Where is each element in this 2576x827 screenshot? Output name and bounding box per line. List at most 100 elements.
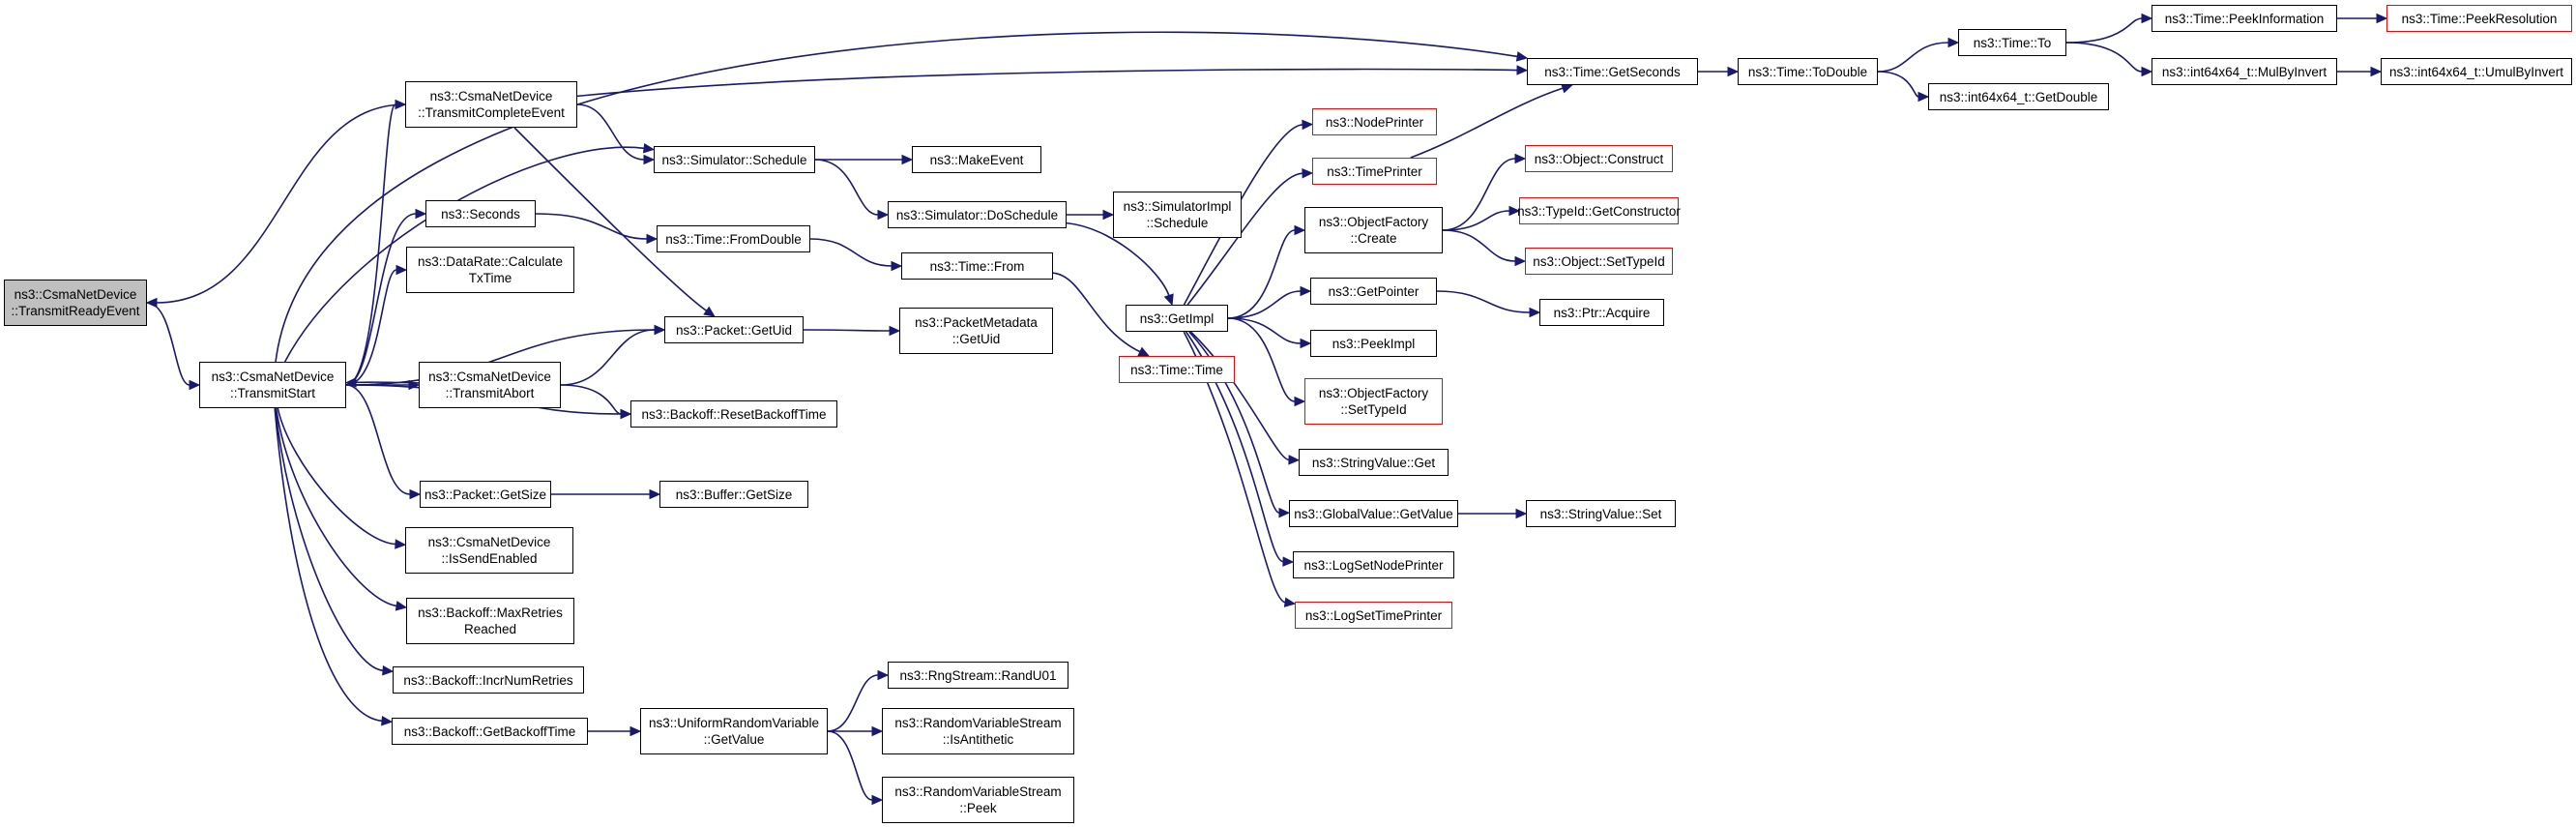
node-backoff-resetbackofftime[interactable]: ns3::Backoff::ResetBackoffTime — [630, 400, 837, 428]
node-objectfactory-create[interactable]: ns3::ObjectFactory::Create — [1304, 207, 1443, 253]
node-int64x64-getdouble[interactable]: ns3::int64x64_t::GetDouble — [1928, 83, 2109, 110]
node-timeprinter[interactable]: ns3::TimePrinter — [1312, 158, 1437, 185]
node-label: ns3::int64x64_t::GetDouble — [1939, 89, 2098, 104]
node-stringvalue-set[interactable]: ns3::StringValue::Set — [1526, 500, 1676, 527]
arrowhead-ts-to-tgs — [1515, 51, 1529, 62]
edge-ssch-to-sds — [814, 159, 879, 216]
arrowhead-ts-to-tce — [395, 99, 407, 110]
node-backoff-getbackofftime[interactable]: ns3::Backoff::GetBackoffTime — [392, 718, 588, 745]
node-object-settypeid[interactable]: ns3::Object::SetTypeId — [1525, 248, 1673, 275]
node-packet-getuid[interactable]: ns3::Packet::GetUid — [664, 316, 804, 343]
node-label-line1: ns3::CsmaNetDevice — [211, 369, 335, 384]
edge-ts-to-inr — [274, 407, 384, 672]
node-randomvariablestream-peek[interactable]: ns3::RandomVariableStream::Peek — [882, 777, 1074, 823]
node-label: ns3::Buffer::GetSize — [675, 487, 793, 502]
node-uniformrandomvariable-getvalue[interactable]: ns3::UniformRandomVariable::GetValue — [640, 708, 828, 754]
edge-urv-to-rngu — [827, 674, 879, 732]
node-time-to[interactable]: ns3::Time::To — [1958, 29, 2066, 56]
node-label: ns3::StringValue::Get — [1311, 455, 1436, 470]
node-label-line1: ns3::CsmaNetDevice — [429, 89, 553, 103]
node-time-getseconds[interactable]: ns3::Time::GetSeconds — [1527, 58, 1698, 85]
node-time-peekresolution[interactable]: ns3::Time::PeekResolution — [2386, 5, 2572, 32]
node-int64x64-umulbyinvert[interactable]: ns3::int64x64_t::UmulByInvert — [2381, 58, 2572, 85]
node-packetmetadata-getuid[interactable]: ns3::PacketMetadata::GetUid — [899, 308, 1053, 354]
edge-pgu-to-pmg — [803, 329, 891, 332]
node-logsetnodeprinter[interactable]: ns3::LogSetNodePrinter — [1293, 551, 1454, 578]
node-label-line2: ::TransmitCompleteEvent — [418, 105, 565, 120]
node-packet-getsize[interactable]: ns3::Packet::GetSize — [420, 481, 551, 508]
node-time-todouble[interactable]: ns3::Time::ToDouble — [1738, 58, 1878, 85]
arrowhead-ta-to-ts — [344, 377, 357, 388]
node-time-fromdouble[interactable]: ns3::Time::FromDouble — [657, 225, 810, 252]
arrowhead-tce-to-pgu — [703, 306, 716, 317]
node-getimpl[interactable]: ns3::GetImpl — [1126, 305, 1228, 332]
node-label: ns3::GetImpl — [1139, 310, 1215, 326]
arrowhead-tce-to-ssch — [643, 154, 656, 165]
node-label-line2: ::TransmitStart — [229, 386, 315, 400]
node-csmanetdevice-transmitcompleteevent[interactable]: ns3::CsmaNetDevice::TransmitCompleteEven… — [405, 81, 577, 128]
node-simulator-schedule[interactable]: ns3::Simulator::Schedule — [654, 146, 815, 173]
node-simulatorimpl-schedule[interactable]: ns3::SimulatorImpl::Schedule — [1113, 192, 1242, 238]
node-randomvariablestream-isantithetic[interactable]: ns3::RandomVariableStream::IsAntithetic — [882, 708, 1074, 754]
edge-tre-to-ts — [146, 302, 190, 386]
node-object-construct[interactable]: ns3::Object::Construct — [1525, 145, 1673, 172]
arrowhead-ttd-to-igd — [1917, 91, 1930, 103]
arrowhead-ttt-to-tpi — [2141, 13, 2153, 24]
node-label-line1: ns3::CsmaNetDevice — [428, 369, 551, 384]
node-label-line2: ::SetTypeId — [1340, 402, 1407, 417]
arrowhead-pgs-to-bgs — [649, 488, 661, 500]
node-label: ns3::LogSetTimePrinter — [1304, 607, 1443, 623]
node-csmanetdevice-transmitstart[interactable]: ns3::CsmaNetDevice::TransmitStart — [199, 362, 346, 408]
node-getpointer[interactable]: ns3::GetPointer — [1310, 278, 1437, 305]
node-objectfactory-settypeid[interactable]: ns3::ObjectFactory::SetTypeId — [1304, 378, 1443, 425]
edge-ts-to-ise — [277, 407, 396, 546]
edge-gi-to-gp — [1227, 290, 1302, 319]
node-label: ns3::TypeId::GetConstructor — [1517, 203, 1681, 219]
node-logsettimeprinter[interactable]: ns3::LogSetTimePrinter — [1295, 602, 1452, 629]
arrowhead-tp-to-tgs — [1561, 83, 1573, 94]
node-time-from[interactable]: ns3::Time::From — [901, 252, 1053, 280]
node-csmanetdevice-transmitabort[interactable]: ns3::CsmaNetDevice::TransmitAbort — [419, 362, 561, 408]
edge-ta-to-ts — [355, 381, 420, 384]
node-label: ns3::Simulator::DoSchedule — [895, 207, 1059, 222]
node-int64x64-mulbyinvert[interactable]: ns3::int64x64_t::MulByInvert — [2152, 58, 2337, 85]
arrowhead-gi-to-lsnp — [1282, 556, 1295, 567]
arrowhead-sds-to-sis — [1102, 209, 1115, 221]
arrowhead-ts-to-sec — [415, 208, 427, 220]
node-csmanetdevice-issendenabled[interactable]: ns3::CsmaNetDevice::IsSendEnabled — [405, 527, 573, 574]
node-time-peekinformation[interactable]: ns3::Time::PeekInformation — [2152, 5, 2337, 32]
node-stringvalue-get[interactable]: ns3::StringValue::Get — [1299, 449, 1449, 476]
node-typeid-getconstructor[interactable]: ns3::TypeId::GetConstructor — [1517, 197, 1681, 224]
node-backoff-incrnumretries[interactable]: ns3::Backoff::IncrNumRetries — [393, 666, 584, 694]
node-label: ns3::Backoff::GetBackoffTime — [403, 724, 576, 739]
node-simulator-doschedule[interactable]: ns3::Simulator::DoSchedule — [888, 201, 1067, 228]
node-label: ns3::Time::FromDouble — [665, 231, 802, 247]
node-globalvalue-getvalue[interactable]: ns3::GlobalValue::GetValue — [1289, 500, 1458, 527]
node-time-time[interactable]: ns3::Time::Time — [1119, 356, 1235, 383]
arrowhead-ttt-to-imi — [2141, 66, 2153, 77]
arrowhead-ts-to-mrr — [395, 601, 408, 611]
node-makeevent[interactable]: ns3::MakeEvent — [912, 146, 1041, 173]
edge-ttd-to-ttt — [1877, 42, 1949, 73]
node-nodeprinter[interactable]: ns3::NodePrinter — [1312, 108, 1437, 135]
edge-tce-to-ssch — [576, 103, 645, 161]
arrowhead-gi-to-ofc — [1294, 224, 1306, 236]
arrowhead-ts-to-ise — [395, 539, 407, 549]
node-peekimpl[interactable]: ns3::PeekImpl — [1310, 330, 1437, 357]
node-rngstream-randu01[interactable]: ns3::RngStream::RandU01 — [888, 662, 1068, 689]
arrowhead-ofc-to-oc — [1514, 153, 1527, 164]
node-ptr-acquire[interactable]: ns3::Ptr::Acquire — [1539, 299, 1664, 326]
node-label-line1: ns3::Backoff::MaxRetries — [418, 605, 563, 620]
arrowhead-tfr-to-tt — [1137, 346, 1151, 357]
edge-ts-to-gbt — [274, 407, 383, 723]
node-seconds[interactable]: ns3::Seconds — [425, 200, 536, 227]
node-buffer-getsize[interactable]: ns3::Buffer::GetSize — [659, 481, 808, 508]
edge-tp-to-tgs — [1410, 87, 1564, 159]
arrowhead-sds-to-gi — [1163, 293, 1174, 307]
arrowhead-gi-to-gvg — [1278, 507, 1291, 518]
node-label: ns3::PeekImpl — [1332, 336, 1416, 351]
node-label: ns3::Time::To — [1973, 35, 2052, 50]
